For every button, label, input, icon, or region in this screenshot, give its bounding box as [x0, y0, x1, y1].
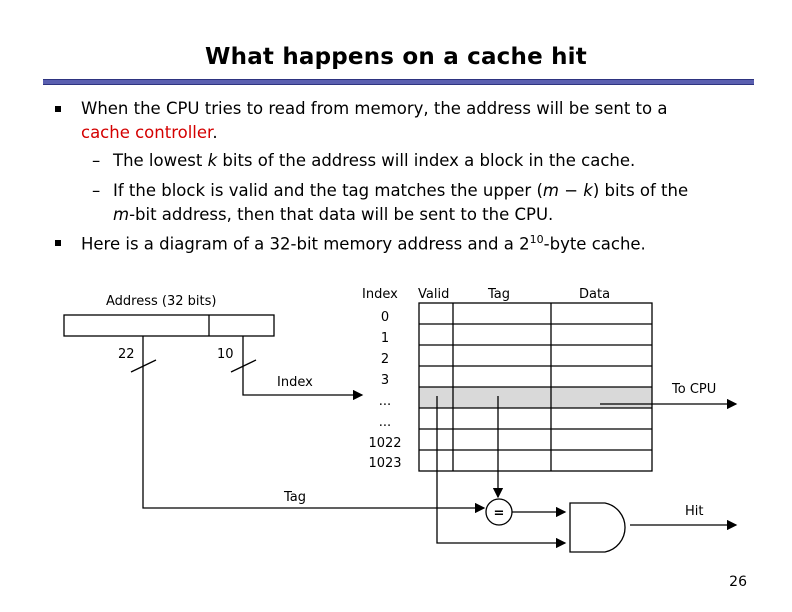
- tag-wire: [142, 336, 486, 514]
- sub-bullet-1-post: bits of the address will index a block i…: [217, 151, 636, 170]
- sub-bullet-2-pre: If the block is valid and the tag matche…: [113, 181, 543, 200]
- index-wire-label: Index: [277, 375, 313, 390]
- header-index: Index: [362, 287, 398, 302]
- minus-sign: −: [558, 181, 584, 200]
- comparator-symbol: =: [494, 506, 505, 521]
- page-number: 26: [729, 574, 747, 590]
- tag-bits-label: 22: [118, 347, 135, 362]
- header-data: Data: [579, 287, 610, 302]
- row-index-label: 1023: [368, 456, 401, 471]
- bullet-1-line-1: When the CPU tries to read from memory, …: [81, 99, 668, 118]
- row-index-label: ...: [379, 415, 391, 430]
- sub-bullet-1: The lowest k bits of the address will in…: [113, 151, 635, 170]
- and-gate: [569, 502, 626, 553]
- row-index-label: 1022: [368, 436, 401, 451]
- tag-wire-label: Tag: [283, 490, 306, 505]
- header-tag: Tag: [487, 287, 510, 302]
- to-cpu-label: To CPU: [671, 382, 716, 397]
- sub-bullet-marker: –: [92, 181, 101, 200]
- sub-bullet-marker: –: [92, 151, 101, 170]
- cache-table: [418, 302, 653, 472]
- period: .: [212, 123, 218, 142]
- hit-label: Hit: [685, 504, 703, 519]
- slide-title: What happens on a cache hit: [205, 44, 587, 70]
- address-register: [63, 314, 275, 337]
- sub-bullet-2-line-1: If the block is valid and the tag matche…: [113, 181, 688, 200]
- bullet-1-line-2: cache controller.: [81, 123, 218, 142]
- sub-bullet-2-line-2-post: -bit address, then that data will be sen…: [129, 205, 554, 224]
- index-bits-label: 10: [217, 347, 234, 362]
- row-index-label: ...: [379, 394, 391, 409]
- var-m: m: [113, 205, 130, 224]
- bullet-marker: [55, 240, 61, 246]
- bullet-2-pre: Here is a diagram of a 32-bit memory add…: [81, 234, 530, 254]
- row-index-label: 1: [381, 331, 389, 346]
- var-m: m: [542, 181, 559, 200]
- index-wire: [242, 336, 364, 401]
- index-labels: 0 1 2 3 ... ... 1022 1023: [368, 310, 401, 471]
- var-k: k: [583, 181, 593, 200]
- valid-bit-wire: [436, 396, 567, 549]
- var-k: k: [207, 151, 218, 170]
- row-index-label: 2: [381, 352, 389, 367]
- sub-bullet-2-post: ) bits of the: [592, 181, 689, 200]
- selected-row-highlight: [419, 387, 652, 408]
- header-valid: Valid: [418, 287, 449, 302]
- sub-bullet-1-pre: The lowest: [113, 151, 208, 170]
- exponent: 10: [529, 233, 544, 246]
- cache-controller-term: cache controller: [81, 123, 213, 142]
- row-index-label: 0: [381, 310, 389, 325]
- address-label: Address (32 bits): [106, 294, 216, 309]
- row-index-label: 3: [381, 373, 389, 388]
- sub-bullet-2-line-2: m-bit address, then that data will be se…: [113, 205, 553, 224]
- bullet-marker: [55, 106, 61, 112]
- title-divider: [43, 79, 754, 85]
- bullet-2-post: -byte cache.: [543, 234, 646, 254]
- bullet-2: Here is a diagram of a 32-bit memory add…: [81, 233, 646, 254]
